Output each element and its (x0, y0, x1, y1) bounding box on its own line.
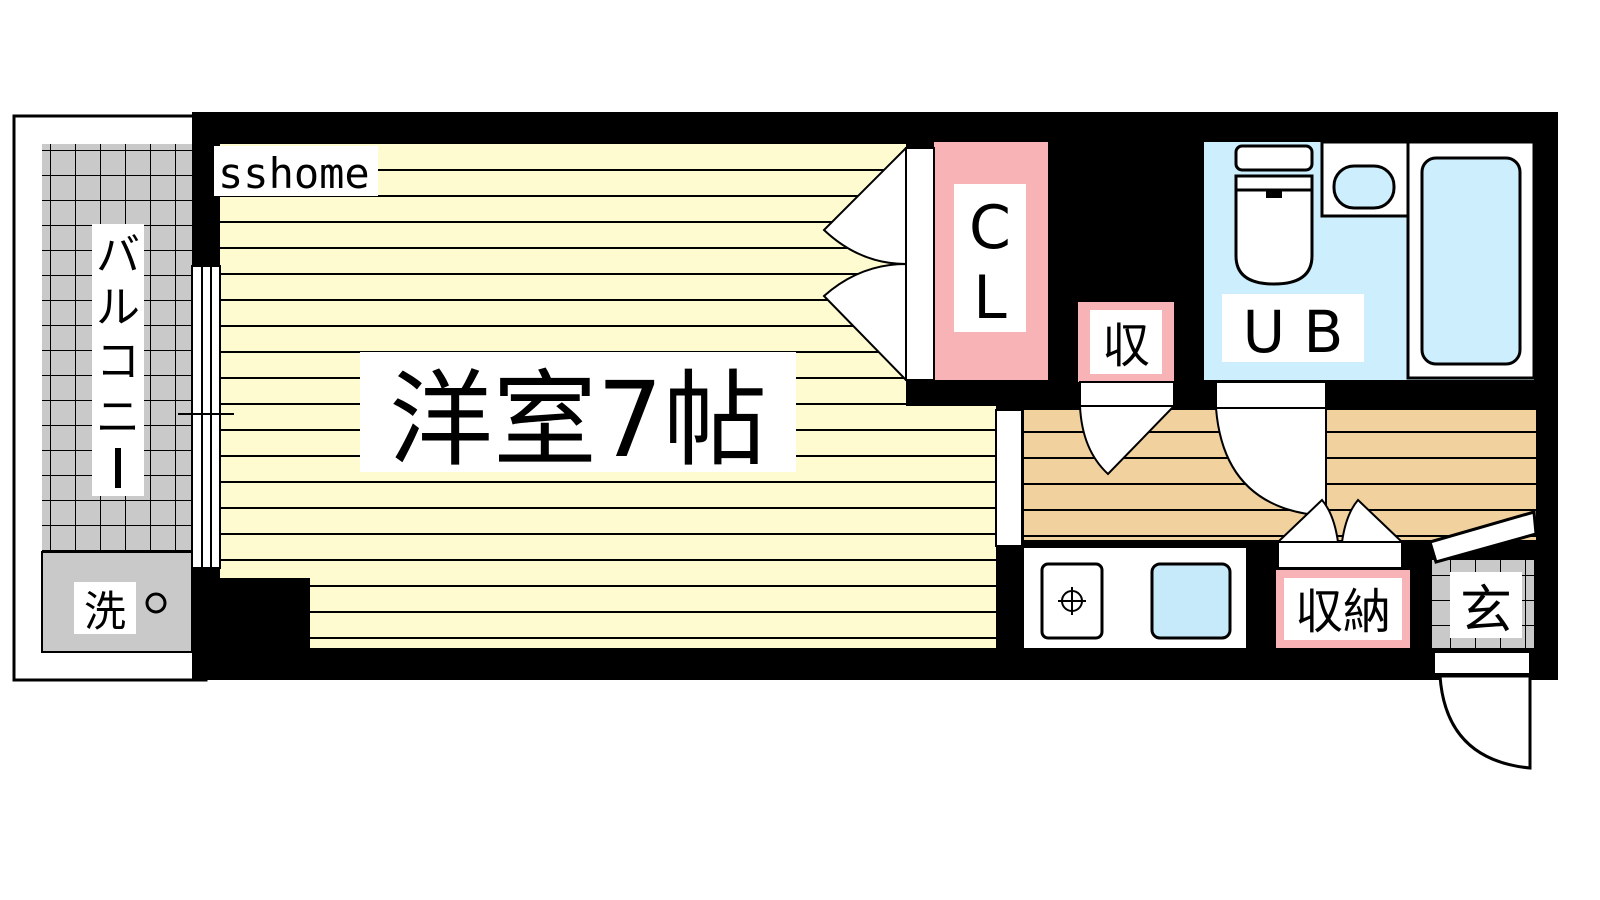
balcony-char-bar (115, 448, 121, 488)
washer-label-bg (74, 582, 136, 634)
unit-bath: U B (1204, 140, 1536, 380)
kitchen-corridor (995, 381, 1536, 547)
storage-label: 収納 (1295, 584, 1391, 640)
toilet-tank (1234, 144, 1314, 172)
entrance-door[interactable] (1438, 674, 1532, 770)
closet-door-lower[interactable] (822, 262, 907, 383)
kitchen-counter (1024, 548, 1246, 648)
storage-small-label-bg (1090, 310, 1162, 374)
balcony-char: コ (96, 336, 140, 387)
entrance-label-bg (1450, 572, 1522, 638)
toilet-icon (1234, 174, 1314, 286)
closet-label-c: C (969, 193, 1011, 263)
closet-label-bg (954, 184, 1026, 332)
watermark-bg (214, 146, 378, 196)
entrance-door-frame (1433, 651, 1531, 675)
closet-door-frame (905, 147, 935, 381)
storage-small-door[interactable] (1078, 405, 1177, 476)
western-room-label-bg (360, 352, 796, 472)
western-room-label: 洋室7帖 (389, 359, 767, 481)
entrance: 玄 (1428, 510, 1538, 770)
watermark: sshome (218, 149, 370, 198)
unit-bath-label: U B (1243, 298, 1344, 366)
storage-small-label: 収 (1102, 318, 1150, 374)
entrance-label: 玄 (1460, 581, 1512, 641)
storage: 収納 (1275, 498, 1410, 648)
storage-label-bg (1284, 578, 1402, 640)
balcony-char: ニ (96, 392, 140, 443)
storage-small: 収 (1078, 302, 1174, 382)
sink-basin-icon (1150, 562, 1232, 640)
washer-label: 洗 (84, 587, 126, 636)
balcony-window[interactable] (191, 265, 221, 569)
balcony: バ ル コ ニ 洗 (12, 114, 208, 682)
closet: C L (822, 142, 1048, 383)
storage-door-right[interactable] (1340, 498, 1405, 543)
closet-label-l: L (973, 263, 1007, 333)
entrance-step (1428, 510, 1538, 564)
balcony-char: ル (96, 282, 140, 333)
balcony-char: バ (96, 230, 140, 281)
unit-bath-label-bg (1222, 294, 1364, 362)
drain-icon (145, 592, 167, 614)
storage-door-left[interactable] (1275, 498, 1340, 543)
room-door-frame[interactable] (995, 409, 1023, 547)
